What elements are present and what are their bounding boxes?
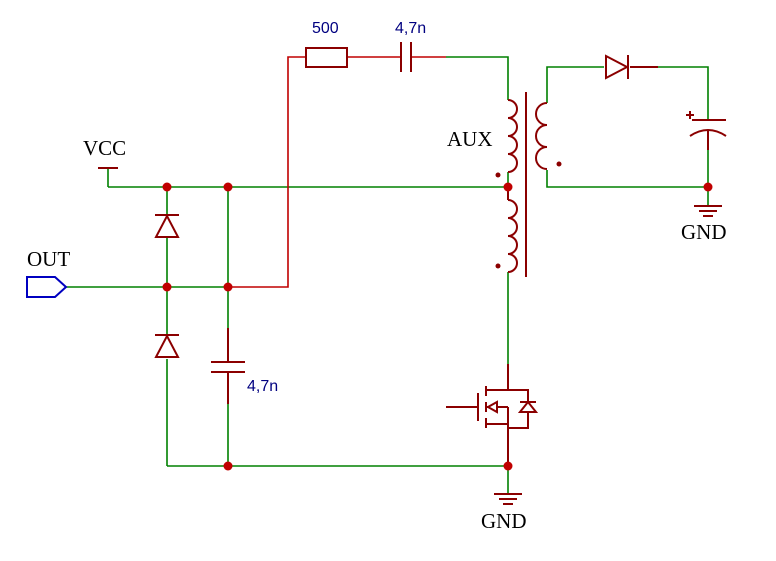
cap-top-value: 4,7n <box>395 20 426 37</box>
mosfet <box>446 364 539 466</box>
node-out-cap <box>223 282 233 292</box>
wires <box>66 56 709 494</box>
diode-secondary <box>605 54 658 80</box>
node-gnd-mosfet <box>503 461 513 471</box>
aux-label: AUX <box>447 127 493 151</box>
node-vcc-diode <box>162 182 172 192</box>
vcc-label: VCC <box>83 136 126 160</box>
gnd-symbol-right <box>694 205 722 217</box>
secondary-top <box>546 66 604 103</box>
node-out-diode <box>162 282 172 292</box>
secondary-bottom <box>546 170 708 188</box>
snubber-red-wire <box>228 56 306 288</box>
transformer <box>495 92 562 277</box>
out-label: OUT <box>27 247 70 271</box>
resistor-value: 500 <box>312 20 339 37</box>
node-gnd-secondary <box>703 182 713 192</box>
snubber-top-wire <box>446 56 509 100</box>
node-vcc-transformer <box>503 182 513 192</box>
electrolytic-capacitor <box>686 111 727 150</box>
node-gnd-cap <box>223 461 233 471</box>
gnd-bottom-label: GND <box>481 509 527 533</box>
polarity-dot-secondary <box>556 161 562 167</box>
cap-left-value: 4,7n <box>247 378 278 395</box>
primary-winding <box>507 199 518 273</box>
capacitor-left <box>211 328 245 404</box>
secondary-diode-to-cap <box>630 66 709 120</box>
gnd-symbol-bottom <box>494 493 522 505</box>
junctions <box>162 182 713 471</box>
aux-winding <box>507 99 518 173</box>
secondary-winding <box>535 102 548 170</box>
polarity-dot-aux <box>495 172 501 178</box>
polarity-dot-primary <box>495 263 501 269</box>
diode-upper <box>154 213 180 238</box>
diode-lower <box>154 333 180 358</box>
out-port[interactable] <box>26 276 68 298</box>
resistor <box>305 47 348 68</box>
gnd-right-label: GND <box>681 220 727 244</box>
node-vcc-cap <box>223 182 233 192</box>
capacitor-top <box>400 42 412 72</box>
